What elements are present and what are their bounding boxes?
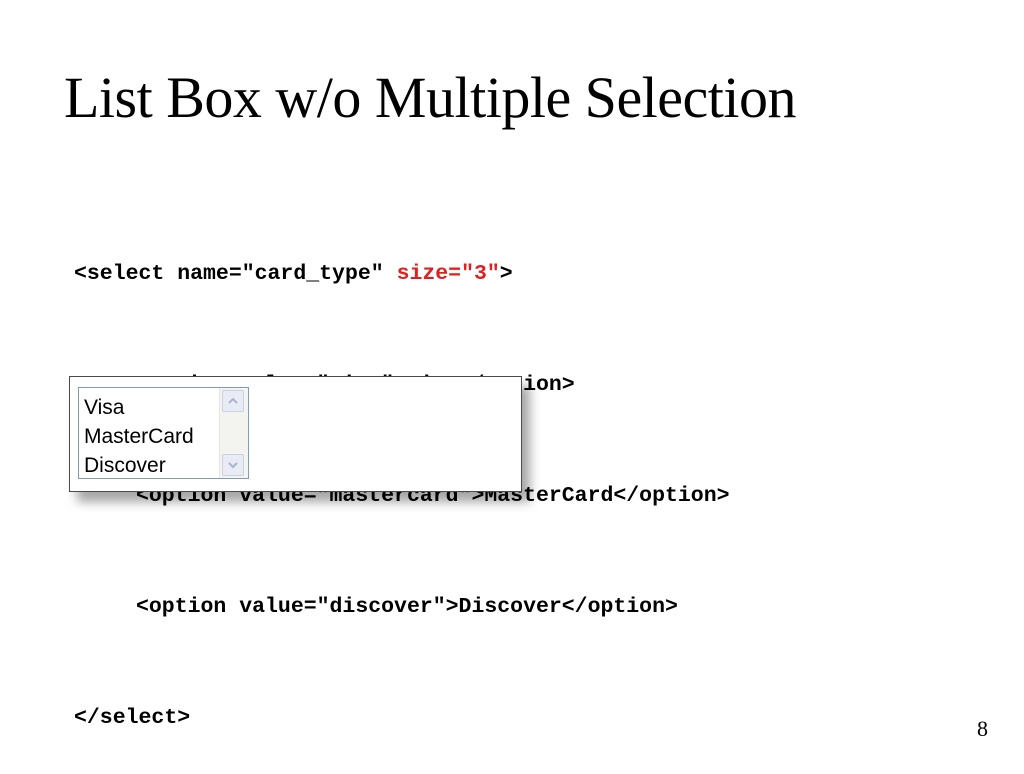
listbox-options: Visa MasterCard Discover xyxy=(84,393,194,480)
listbox-demo-frame: Visa MasterCard Discover xyxy=(69,376,522,492)
chevron-up-icon xyxy=(228,397,238,404)
card-type-listbox[interactable]: Visa MasterCard Discover xyxy=(78,387,249,479)
code-select-tag: <select name="card_type" xyxy=(74,262,397,286)
code-line-select-open: <select name="card_type" size="3"> xyxy=(74,256,730,293)
chevron-down-icon xyxy=(228,462,238,469)
scroll-down-button[interactable] xyxy=(222,454,244,476)
code-size-attribute: size="3" xyxy=(396,262,500,286)
slide-title: List Box w/o Multiple Selection xyxy=(64,65,797,130)
listbox-option-visa[interactable]: Visa xyxy=(84,396,125,419)
code-select-tag-close: > xyxy=(499,262,513,286)
scroll-up-button[interactable] xyxy=(222,390,244,412)
listbox-scrollbar[interactable] xyxy=(219,388,248,478)
listbox-option-mastercard[interactable]: MasterCard xyxy=(84,425,194,448)
listbox-option-discover[interactable]: Discover xyxy=(84,454,166,477)
page-number: 8 xyxy=(977,716,988,741)
code-line-option-discover: <option value="discover">Discover</optio… xyxy=(136,595,678,619)
code-line-select-close: </select> xyxy=(74,706,191,730)
